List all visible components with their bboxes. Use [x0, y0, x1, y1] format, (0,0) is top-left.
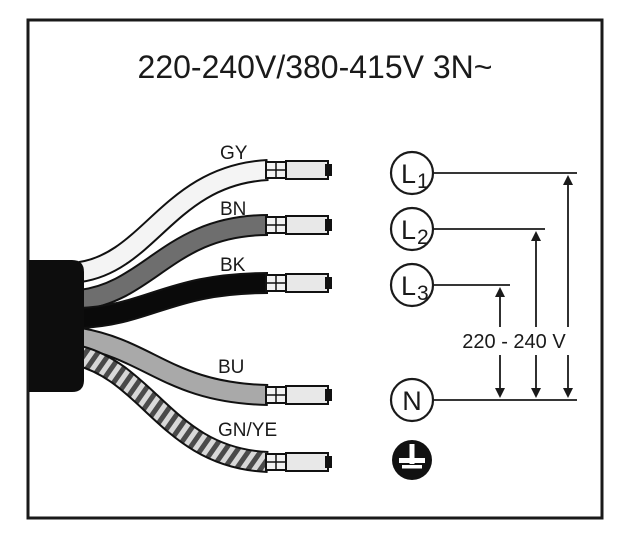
wire-label-bn: BN — [220, 199, 246, 220]
terminal-l2-index: 2 — [417, 226, 429, 249]
terminal-l1-letter: L — [401, 159, 416, 189]
wire-bu — [77, 327, 332, 406]
terminal-l3-index: 3 — [417, 282, 429, 305]
wire-gy — [77, 159, 332, 283]
wire-label-gnye: GN/YE — [218, 420, 277, 441]
terminal-l1-index: 1 — [417, 170, 429, 193]
earth-ground-icon — [392, 440, 432, 480]
terminal-leads — [433, 172, 577, 401]
wire-gnye — [76, 345, 332, 473]
voltage-label: 220 - 240 V — [462, 331, 566, 353]
wire-label-bu: BU — [218, 357, 244, 378]
terminal-l1: L 1 — [389, 150, 435, 196]
terminal-l3-letter: L — [401, 271, 416, 301]
diagram-frame — [26, 18, 604, 520]
wire-label-gy: GY — [220, 143, 248, 164]
wire-bn — [78, 214, 332, 311]
terminal-l3: L 3 — [389, 262, 435, 308]
terminal-n-letter: N — [402, 386, 422, 416]
terminal-l2-letter: L — [401, 215, 416, 245]
wire-bk — [79, 272, 332, 329]
cable-jacket — [29, 260, 84, 392]
terminal-l2: L 2 — [389, 206, 435, 252]
diagram-title: 220-240V/380-415V 3N~ — [138, 49, 493, 85]
terminal-n: N — [389, 377, 435, 423]
wire-label-bk: BK — [220, 255, 246, 276]
